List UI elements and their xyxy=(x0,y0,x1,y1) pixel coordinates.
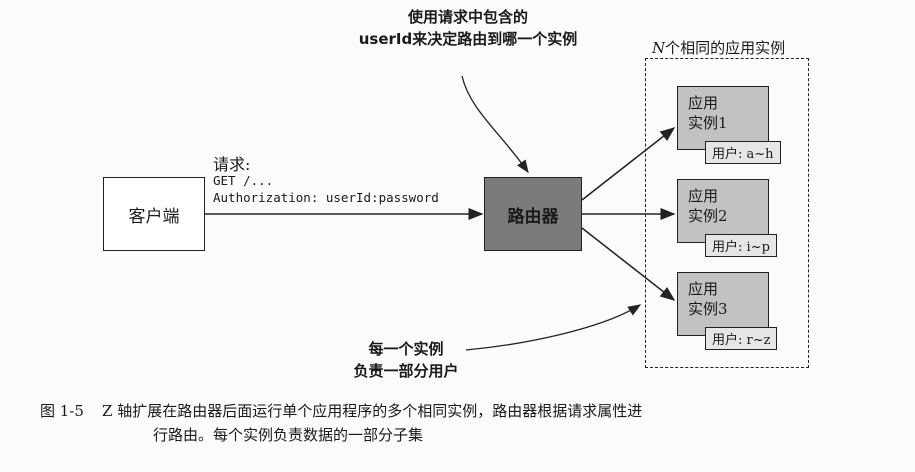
client-label: 客户端 xyxy=(128,206,180,227)
partition-annotation-line-1: 每一个实例 xyxy=(368,340,444,358)
caption-line-2: 行路由。每个实例负责数据的一部分子集 xyxy=(153,426,424,444)
partition-annotation: 每一个实例 负责一部分用户 xyxy=(346,338,466,382)
routing-annotation-line-2: userId来决定路由到哪一个实例 xyxy=(358,30,578,48)
figure-number: 图 1-5 xyxy=(40,402,84,420)
instance-1-users: 用户: a~h xyxy=(705,141,781,164)
request-line-get: GET /... xyxy=(213,173,274,188)
routing-annotation: 使用请求中包含的 userId来决定路由到哪一个实例 xyxy=(338,6,598,50)
instance-3-line-2: 实例3 xyxy=(688,300,728,318)
arrow-router-to-instance-1 xyxy=(581,127,676,201)
pool-count-variable: N xyxy=(652,39,666,57)
instance-pool-title: N个相同的应用实例 xyxy=(652,37,785,58)
instance-1-line-2: 实例1 xyxy=(688,114,728,132)
app-instance-2: 应用 实例2 xyxy=(677,179,769,243)
client-box: 客户端 xyxy=(103,177,205,251)
annotation-arrow-top xyxy=(461,75,529,174)
instance-3-users: 用户: r~z xyxy=(705,327,778,350)
arrow-router-to-instance-3 xyxy=(581,227,676,301)
partition-annotation-line-2: 负责一部分用户 xyxy=(353,362,459,380)
annotation-arrow-bottom xyxy=(465,304,642,351)
instance-2-line-2: 实例2 xyxy=(688,207,728,225)
pool-title-text: 个相同的应用实例 xyxy=(665,39,786,57)
instance-3-line-1: 应用 xyxy=(688,280,719,298)
instance-2-line-1: 应用 xyxy=(688,187,719,205)
router-box: 路由器 xyxy=(484,177,582,251)
routing-annotation-line-1: 使用请求中包含的 xyxy=(407,8,528,26)
caption-line-1: Z 轴扩展在路由器后面运行单个应用程序的多个相同实例，路由器根据请求属性进 xyxy=(102,402,643,420)
instance-1-line-1: 应用 xyxy=(688,94,719,112)
figure-caption: 图 1-5 Z 轴扩展在路由器后面运行单个应用程序的多个相同实例，路由器根据请求属… xyxy=(40,399,900,447)
router-label: 路由器 xyxy=(507,206,559,227)
app-instance-3: 应用 实例3 xyxy=(677,272,769,336)
request-title: 请求: xyxy=(213,155,251,174)
instance-2-users: 用户: i~p xyxy=(705,234,777,257)
instance-pool xyxy=(645,58,809,368)
request-line-authorization: Authorization: userId:password xyxy=(213,190,439,205)
